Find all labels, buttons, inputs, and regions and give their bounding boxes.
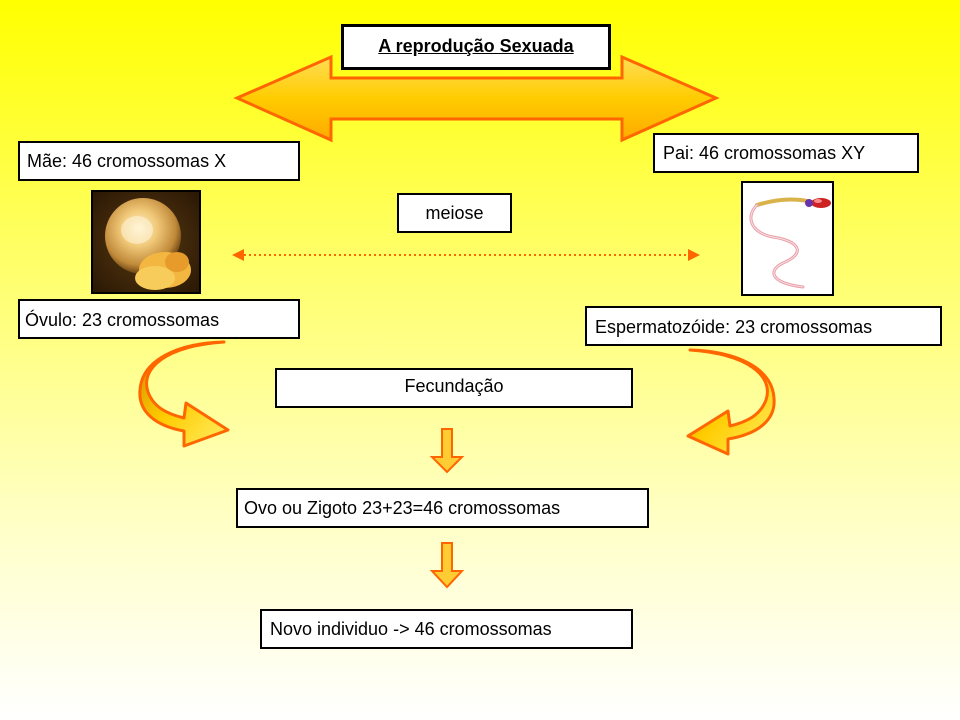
espermatozoide-box: Espermatozóide: 23 cromossomas [585,306,942,346]
meiose-box: meiose [397,193,512,233]
ovulo-box: Óvulo: 23 cromossomas [18,299,300,339]
dotted-arrow-left-head [232,249,244,261]
sperm-illustration [749,197,831,289]
title-text: A reprodução Sexuada [378,36,574,57]
ovum-image [91,190,201,294]
zigoto-box: Ovo ou Zigoto 23+23=46 cromossomas [236,488,649,528]
right-curved-arrow [686,348,776,456]
ovum-illustration [93,192,199,292]
mae-box: Mãe: 46 cromossomas X [18,141,300,181]
sperm-image [741,181,834,296]
novo-individuo-box: Novo individuo -> 46 cromossomas [260,609,633,649]
down-arrow-2 [429,542,465,589]
left-curved-arrow [138,340,230,448]
dotted-arrow-right-head [688,249,700,261]
double-arrow [233,54,720,143]
pai-box: Pai: 46 cromossomas XY [653,133,919,173]
fecundacao-box: Fecundação [275,368,633,408]
down-arrow-1 [429,428,465,474]
title-box: A reprodução Sexuada [342,25,610,69]
